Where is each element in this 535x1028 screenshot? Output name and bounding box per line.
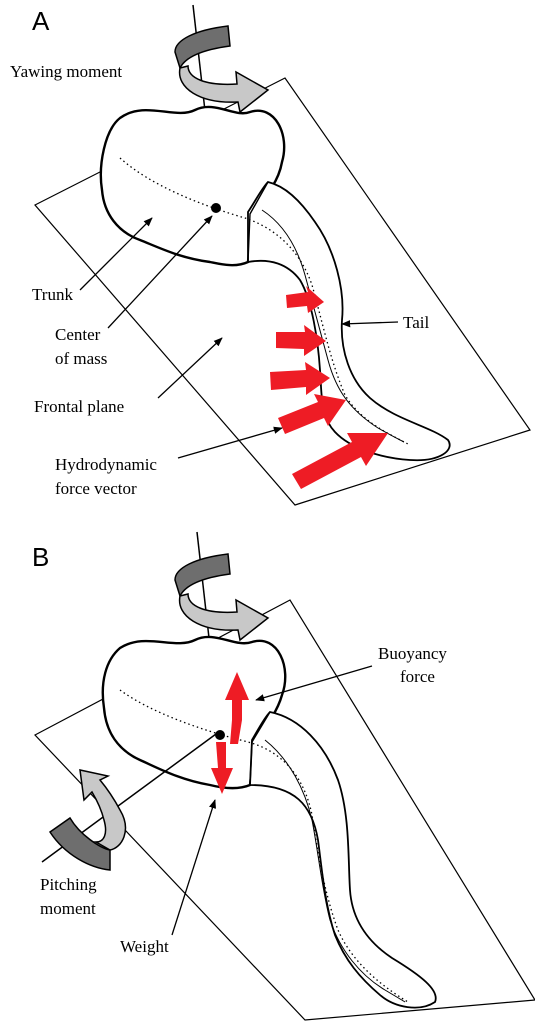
label-trunk: Trunk [32, 285, 73, 304]
panel-a: A Yawing moment Trun [10, 5, 530, 505]
label-center-line2: of mass [55, 349, 107, 368]
label-buoyancy-line1: Buoyancy [378, 644, 447, 663]
label-frontal-plane: Frontal plane [34, 397, 124, 416]
label-pitching-line2: moment [40, 899, 96, 918]
yawing-moment-arrow-b [175, 554, 268, 640]
center-of-mass-b [215, 730, 225, 740]
label-weight: Weight [120, 937, 169, 956]
label-center-line1: Center [55, 325, 101, 344]
panel-a-letter: A [32, 6, 50, 36]
label-pitching-line1: Pitching [40, 875, 97, 894]
label-tail: Tail [403, 313, 429, 332]
center-of-mass-a [211, 203, 221, 213]
panel-b: B Buoyancy force Pit [32, 532, 535, 1020]
label-hydro-line1: Hydrodynamic [55, 455, 157, 474]
label-buoyancy-line2: force [400, 667, 435, 686]
label-yawing-moment: Yawing moment [10, 62, 122, 81]
panel-b-letter: B [32, 542, 49, 572]
yawing-moment-arrow [175, 26, 268, 112]
label-hydro-line2: force vector [55, 479, 137, 498]
